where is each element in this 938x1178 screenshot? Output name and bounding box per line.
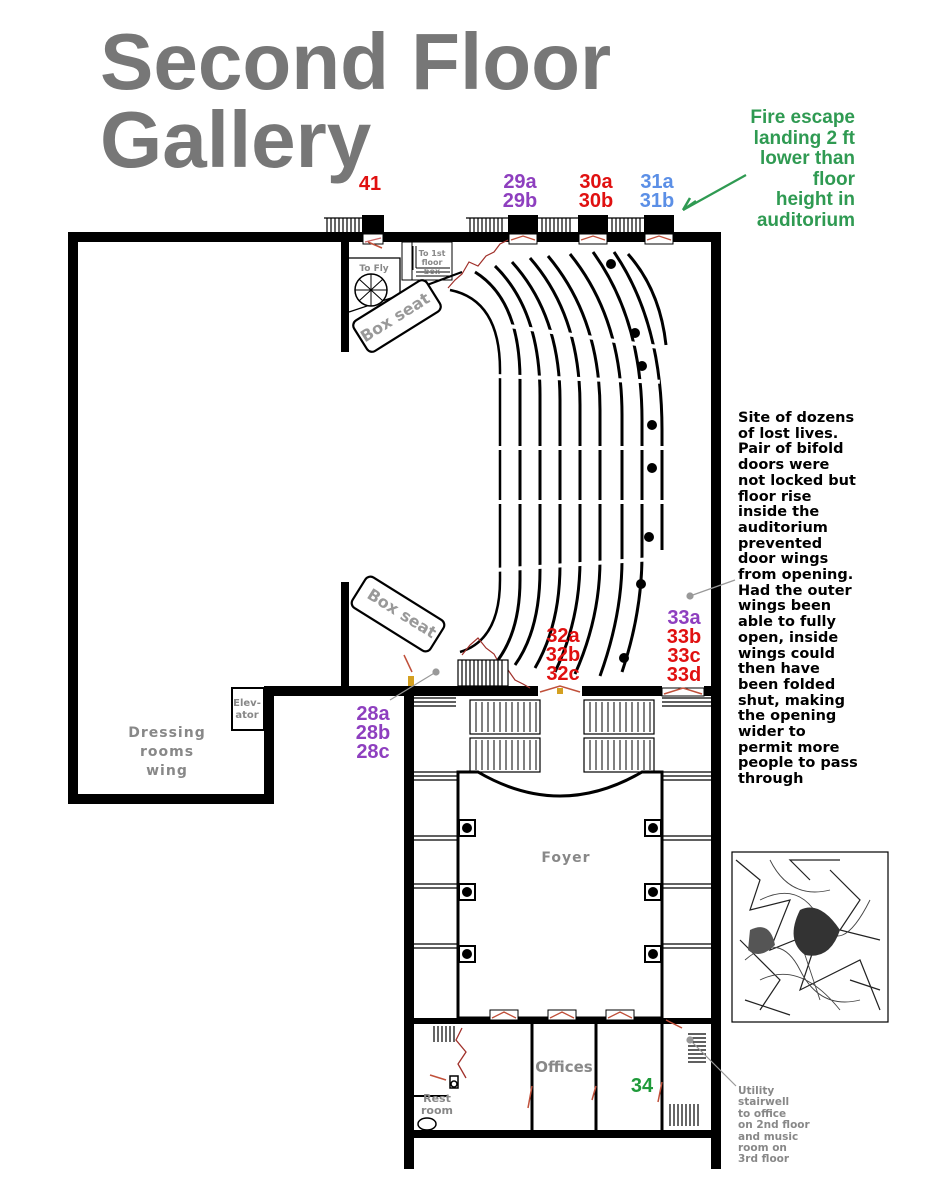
site-note-line: the opening <box>738 708 837 725</box>
site-note-line: Pair of bifold <box>738 441 844 458</box>
utility-note-line: on 2nd floor <box>738 1119 810 1132</box>
site-note-line: door wings <box>738 551 829 568</box>
utility-note-line: 3rd floor <box>738 1153 790 1166</box>
site-note-line: auditorium <box>738 519 828 536</box>
utility-note-line: room on <box>738 1142 787 1155</box>
site-note-line: been folded <box>738 676 836 693</box>
page-title-line-2: Gallery <box>100 95 372 184</box>
site-note-line: shut, making <box>738 692 845 709</box>
stairs-28 <box>403 654 509 687</box>
site-note-line: Site of dozens <box>738 410 855 426</box>
walls <box>68 215 721 1169</box>
fire-escape-arrow <box>681 174 747 212</box>
site-note-line: open, inside <box>738 629 839 646</box>
fire-escape-note-line: Fire escape <box>750 107 855 128</box>
site-note-line: able to fully <box>738 614 836 631</box>
railing-1 <box>326 218 360 232</box>
fire-escape-railings <box>324 217 644 232</box>
site-note-line: people to pass <box>738 755 858 772</box>
door-swing-offices <box>455 1027 467 1079</box>
top-doors <box>362 233 674 245</box>
fire-escape-note-line: floor <box>812 168 855 190</box>
fire-escape-note-line: height in <box>775 189 855 210</box>
site-note-line: wings been <box>738 598 832 615</box>
utility-stairwell-note: Utility stairwell to office on 2nd floor… <box>738 1085 810 1166</box>
site-note-line: wider to <box>738 724 806 741</box>
railing-2 <box>469 218 641 232</box>
door-41-label: 41 <box>359 173 381 195</box>
utility-note-line: to office <box>738 1107 787 1120</box>
to-fly-stair <box>348 241 401 313</box>
elevator-label: Elev-ator <box>233 698 261 721</box>
site-note-line: then have <box>738 661 820 678</box>
page-title-line-1: Second Floor <box>100 17 612 106</box>
site-note: Site of dozens of lost lives. Pair of bi… <box>738 410 858 788</box>
utility-note-line: and music <box>738 1130 799 1143</box>
site-note-line: doors were <box>738 457 830 474</box>
site-note-line: permit more <box>738 739 840 756</box>
fire-escape-note-line: auditorium <box>756 209 855 231</box>
office-doors <box>429 1019 683 1109</box>
offices <box>414 1021 664 1132</box>
site-note-line: not locked but <box>738 472 856 489</box>
site-note-line: floor rise <box>738 488 812 505</box>
site-note-line: wings could <box>738 645 835 662</box>
aisle-cuts <box>494 322 667 572</box>
box-seat-bottom <box>350 575 446 653</box>
fire-escape-note: Fire escape landing 2 ft lower than floo… <box>750 107 855 231</box>
columns <box>606 259 657 663</box>
utility-note-line: stairwell <box>738 1096 790 1109</box>
foyer-room <box>456 770 664 1021</box>
doors-32-33 <box>539 685 705 697</box>
fire-sketch-image <box>731 851 889 1023</box>
foyer-label: Foyer <box>541 850 590 866</box>
seating-rows <box>449 251 668 677</box>
bench-slats <box>475 702 651 770</box>
utility-note-line: Utility <box>738 1085 775 1097</box>
site-note-line: inside the <box>738 504 820 521</box>
toilet-icon <box>417 1075 459 1131</box>
door-34-label: 34 <box>631 1075 654 1097</box>
site-note-line: through <box>738 771 804 788</box>
fire-escape-note-line: landing 2 ft <box>753 127 855 149</box>
box-seat-top <box>352 279 442 353</box>
door-swing-29 <box>447 239 509 289</box>
site-note-line: from opening. <box>738 567 854 584</box>
fire-escape-note-line: lower than <box>759 148 855 169</box>
office-stairs <box>433 1026 706 1126</box>
site-note-line: prevented <box>738 535 823 552</box>
site-note-line: of lost lives. <box>738 425 839 442</box>
foyer-stairs <box>414 697 711 949</box>
leader-lines <box>389 579 737 1087</box>
to-fly-label: To Fly <box>359 264 388 274</box>
elevator-shaft <box>231 687 265 731</box>
offices-label: Offices <box>535 1058 593 1076</box>
site-note-line: Had the outer <box>738 582 852 599</box>
